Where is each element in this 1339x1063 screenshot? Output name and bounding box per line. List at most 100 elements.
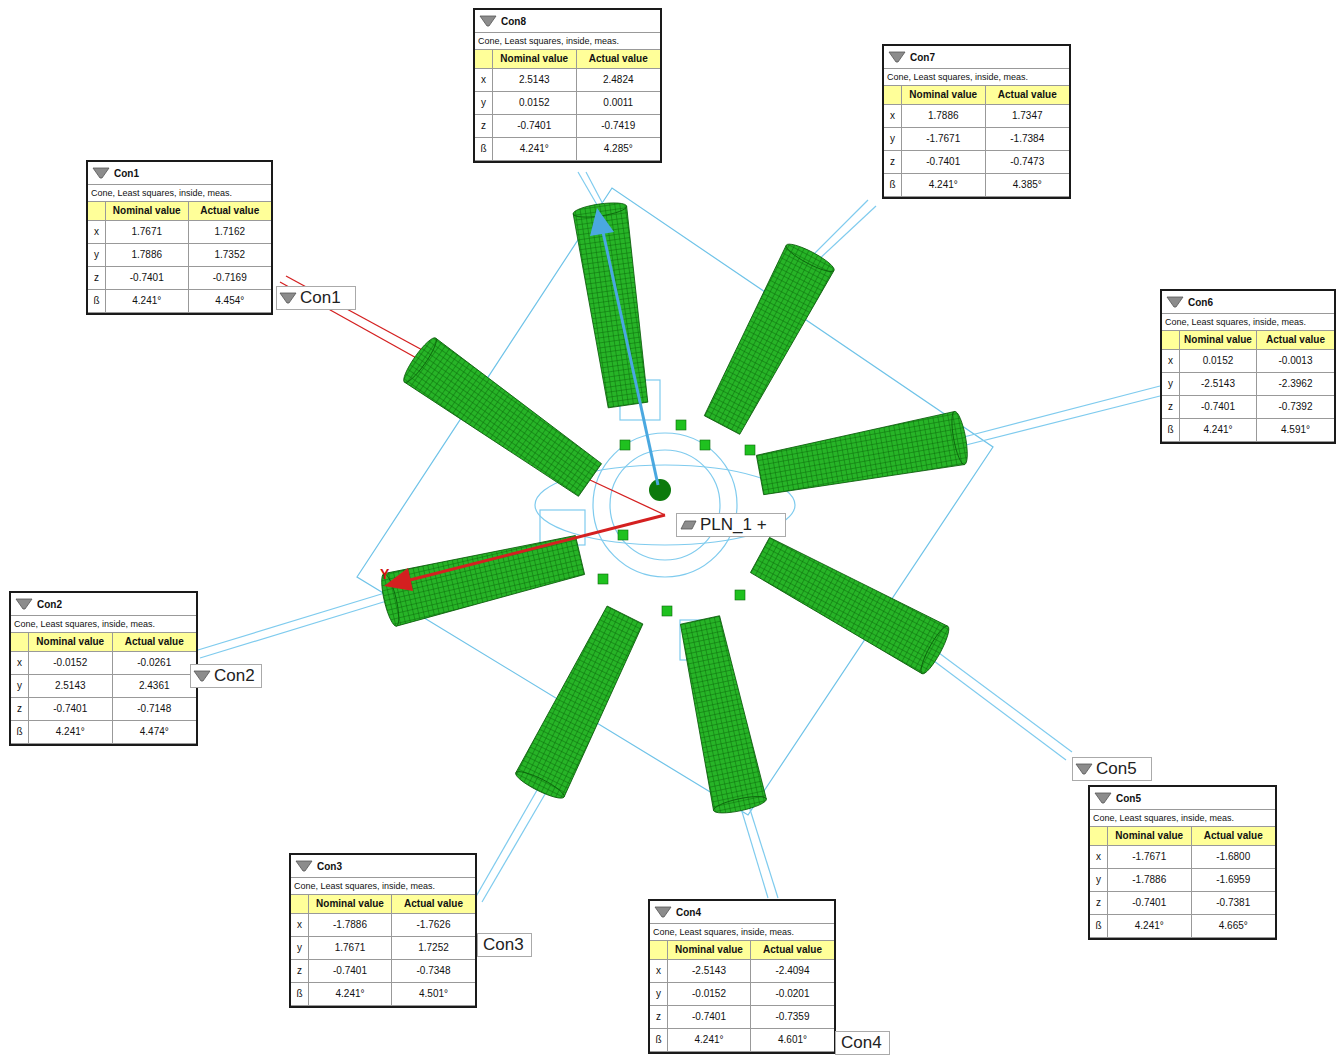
table-cell: -2.5143 [1180, 373, 1257, 396]
column-header: Actual value [189, 202, 272, 221]
value-table: Nominal valueActual valuex0.0152-0.0013y… [1162, 331, 1334, 442]
table-cell: 4.241° [1180, 419, 1257, 442]
feature-name: Con1 [114, 168, 139, 179]
table-cell: -0.7401 [1180, 396, 1257, 419]
feature-name: Con8 [501, 16, 526, 27]
measurement-callout: Con1Cone, Least squares, inside, meas.No… [86, 160, 273, 315]
table-cell: 4.454° [189, 290, 272, 313]
feature-label: Con3 [483, 935, 524, 955]
table-cell: 1.7671 [309, 937, 392, 960]
axis-label: z [884, 151, 902, 174]
callout-header: Con7 [884, 46, 1069, 69]
table-cell: 4.591° [1257, 419, 1334, 442]
table-cell: -1.6800 [1192, 846, 1276, 869]
measurement-callout: Con6Cone, Least squares, inside, meas. No… [1160, 289, 1336, 444]
table-cell: -1.7626 [392, 914, 475, 937]
axis-label: y [1090, 869, 1108, 892]
table-cell: 4.241° [493, 138, 577, 161]
table-cell: 1.7671 [106, 221, 189, 244]
table-cell: -0.7401 [106, 267, 189, 290]
feature-tag: Con4 [835, 1031, 890, 1055]
measurement-callout: Con2Cone, Least squares, inside, meas. No… [9, 591, 198, 746]
table-cell: -0.7401 [668, 1006, 751, 1029]
feature-icon [888, 49, 906, 65]
table-cell: -0.7401 [309, 960, 392, 983]
column-header: Actual value [392, 895, 475, 914]
table-cell: 1.7886 [902, 105, 986, 128]
axis-label: ß [1090, 915, 1108, 938]
table-cell: -0.7359 [751, 1006, 834, 1029]
axis-label: x [884, 105, 902, 128]
axis-label: z [11, 698, 29, 721]
table-cell: -2.3962 [1257, 373, 1334, 396]
table-cell: 4.285° [577, 138, 661, 161]
value-table: Nominal valueActual valuex2.51432.4824y0… [475, 50, 660, 161]
axis-label: y [88, 244, 106, 267]
callout-subtitle: Cone, Least squares, inside, meas. [1162, 314, 1334, 331]
column-header: Nominal value [902, 86, 986, 105]
table-cell: 1.7352 [189, 244, 272, 267]
feature-tag: PLN_1 + [676, 513, 786, 537]
callout-header: Con5 [1090, 787, 1275, 810]
table-cell: -0.7169 [189, 267, 272, 290]
column-header: Nominal value [106, 202, 189, 221]
axis-label: x [650, 960, 668, 983]
feature-label: Con5 [1096, 759, 1137, 779]
table-cell: -1.7671 [1108, 846, 1192, 869]
table-cell: -1.6959 [1192, 869, 1276, 892]
value-table: Nominal valueActual valuex-1.7671-1.6800… [1090, 827, 1275, 938]
table-cell: -0.0152 [29, 652, 113, 675]
table-corner [650, 941, 668, 960]
value-table: Nominal valueActual valuex-0.0152-0.0261… [11, 633, 196, 744]
feature-label: Con4 [841, 1033, 882, 1053]
callout-header: Con1 [88, 162, 271, 185]
feature-label: Con2 [214, 666, 255, 686]
table-cell: 4.501° [392, 983, 475, 1006]
feature-name: Con2 [37, 599, 62, 610]
callout-subtitle: Cone, Least squares, inside, meas. [475, 33, 660, 50]
feature-description: Cone, Least squares, inside, meas. [1165, 317, 1306, 327]
feature-name: Con4 [676, 907, 701, 918]
axis-label: ß [1162, 419, 1180, 442]
column-header: Nominal value [668, 941, 751, 960]
axis-label: z [1090, 892, 1108, 915]
feature-icon [1166, 294, 1184, 310]
callout-header: Con6 [1162, 291, 1334, 314]
callout-header: Con8 [475, 10, 660, 33]
column-header: Actual value [1257, 331, 1334, 350]
feature-description: Cone, Least squares, inside, meas. [653, 927, 794, 937]
feature-description: Cone, Least squares, inside, meas. [14, 619, 155, 629]
feature-icon [679, 517, 697, 533]
table-cell: -0.0152 [668, 983, 751, 1006]
table-cell: 2.5143 [493, 69, 577, 92]
table-cell: 1.7347 [986, 105, 1070, 128]
table-cell: -1.7886 [309, 914, 392, 937]
feature-icon [654, 904, 672, 920]
feature-name: Con3 [317, 861, 342, 872]
table-cell: -0.7348 [392, 960, 475, 983]
table-cell: 4.241° [668, 1029, 751, 1052]
axis-label: z [475, 115, 493, 138]
feature-name: Con5 [1116, 793, 1141, 804]
column-header: Actual value [1192, 827, 1276, 846]
callout-header: Con2 [11, 593, 196, 616]
feature-tag: Con1 [276, 286, 356, 310]
table-cell: 4.241° [29, 721, 113, 744]
callout-subtitle: Cone, Least squares, inside, meas. [1090, 810, 1275, 827]
table-cell: 2.5143 [29, 675, 113, 698]
feature-label: PLN_1 + [700, 515, 767, 535]
axis-label: y [884, 128, 902, 151]
feature-label: Con1 [300, 288, 341, 308]
feature-tag: Con5 [1072, 757, 1152, 781]
measurement-callout: Con3Cone, Least squares, inside, meas.No… [289, 853, 477, 1008]
callout-subtitle: Cone, Least squares, inside, meas. [88, 185, 271, 202]
table-cell: -2.5143 [668, 960, 751, 983]
table-corner [475, 50, 493, 69]
axis-label: ß [11, 721, 29, 744]
axis-label: x [88, 221, 106, 244]
axis-label: ß [884, 174, 902, 197]
callout-subtitle: Cone, Least squares, inside, meas. [884, 69, 1069, 86]
table-cell: -0.0013 [1257, 350, 1334, 373]
table-cell: 4.601° [751, 1029, 834, 1052]
table-cell: -0.7148 [113, 698, 197, 721]
